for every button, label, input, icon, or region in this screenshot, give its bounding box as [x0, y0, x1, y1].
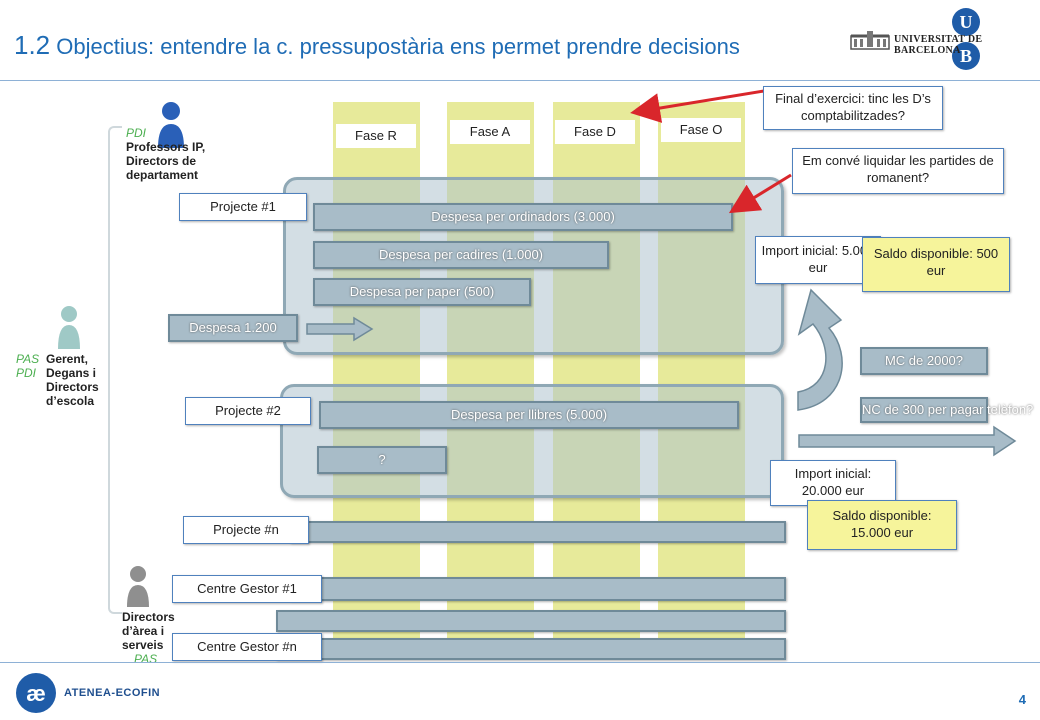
project-1-label: Projecte #1 [179, 193, 307, 221]
header-divider [0, 80, 1040, 81]
nc-question-bar: NC de 300 per pagar telèfon? [860, 397, 1033, 423]
role-middle: Gerent, Degans i Directors d’escola [46, 352, 99, 408]
project-2-label: Projecte #2 [185, 397, 311, 425]
mc-question-bar: MC de 2000? [860, 347, 988, 375]
atenea-brand: ATENEA-ECOFIN [64, 687, 161, 699]
import-inicial-1: Import inicial: 5.000 eur [755, 236, 881, 284]
saldo-disponible-2: Saldo disponible: 15.000 eur [807, 500, 957, 550]
project-n-label: Projecte #n [183, 516, 309, 544]
roles-bracket [108, 126, 122, 614]
expense-bar-paper: Despesa per paper (500) [313, 278, 531, 306]
atenea-ae-icon: æ [16, 673, 56, 713]
saldo-disponible-1: Saldo disponible: 500 eur [862, 237, 1010, 292]
ub-seal: U B [952, 8, 982, 72]
person-teal-icon [58, 306, 80, 349]
expense-bar-unknown: ? [317, 446, 447, 474]
phase-label-d: Fase D [555, 120, 635, 144]
page-title: 1.2 Objectius: entendre la c. pressupost… [14, 30, 740, 60]
phase-label-a: Fase A [450, 120, 530, 144]
curved-up-arrow-icon [797, 288, 843, 411]
role-bottom: Directors d’àrea i serveis PAS [122, 610, 175, 666]
callout-romanent: Em convé liquidar les partides de romane… [792, 148, 1004, 194]
footer-divider [0, 662, 1040, 663]
svg-text:æ: æ [26, 681, 46, 706]
role-pdi-top: PDI Professors IP, Directors de departam… [126, 126, 206, 182]
expense-bar-llibres: Despesa per llibres (5.000) [319, 401, 739, 429]
person-grey-icon [127, 566, 149, 607]
atenea-logo: æ ATENEA-ECOFIN [14, 672, 184, 714]
university-name: UNIVERSITAT DE BARCELONA [894, 34, 983, 56]
expense-bar-cadires: Despesa per cadires (1.000) [313, 241, 609, 269]
person-blue-icon [158, 102, 184, 148]
callout-final-exercici: Final d’exercici: tinc les D’s comptabil… [763, 86, 943, 130]
centre-1-label: Centre Gestor #1 [172, 575, 322, 603]
phase-label-o: Fase O [661, 118, 741, 142]
long-right-arrow-icon [798, 425, 1017, 457]
expense-bar-ordinadors: Despesa per ordinadors (3.000) [313, 203, 733, 231]
arrow-right-icon [306, 316, 374, 342]
centre-n-label: Centre Gestor #n [172, 633, 322, 661]
page-number: 4 [1018, 692, 1026, 707]
expense-bar-pending: Despesa 1.200 [168, 314, 298, 342]
building-icon [850, 31, 890, 50]
centre-1-bar [290, 577, 786, 601]
centre-middle-bar [276, 610, 786, 632]
role-middle-tags: PAS PDI [16, 352, 40, 380]
phase-label-r: Fase R [336, 124, 416, 148]
ub-logo: U B UNIVERSITAT DE BARCELONA [848, 8, 1038, 72]
